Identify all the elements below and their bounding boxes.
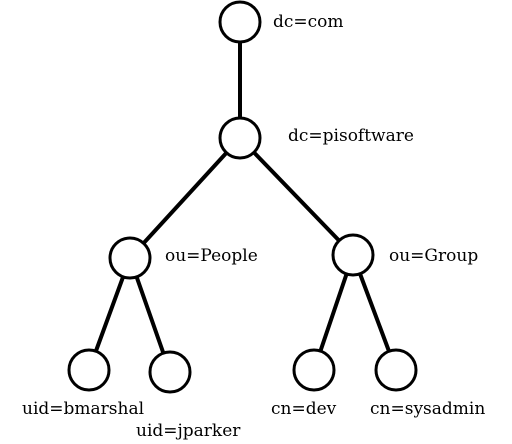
node-ou-people bbox=[108, 236, 152, 280]
node-org bbox=[218, 116, 262, 160]
edge-org-to-people bbox=[128, 136, 242, 260]
node-cn-dev bbox=[292, 348, 336, 392]
node-uid-jparker bbox=[148, 350, 192, 394]
node-uid-bmarshal bbox=[67, 348, 111, 392]
label-uid-bmarshal: uid=bmarshal bbox=[22, 399, 145, 419]
label-uid-jparker: uid=jparker bbox=[136, 421, 241, 441]
label-org: dc=pisoftware bbox=[288, 126, 414, 146]
label-cn-sysadmin: cn=sysadmin bbox=[370, 399, 486, 419]
label-root: dc=com bbox=[273, 12, 344, 32]
edge-org-to-group bbox=[238, 136, 355, 257]
label-cn-dev: cn=dev bbox=[271, 399, 337, 419]
node-cn-sysadmin bbox=[374, 348, 418, 392]
node-root bbox=[218, 0, 262, 44]
label-ou-group: ou=Group bbox=[389, 246, 479, 266]
node-ou-group bbox=[331, 233, 375, 277]
label-ou-people: ou=People bbox=[165, 246, 258, 266]
